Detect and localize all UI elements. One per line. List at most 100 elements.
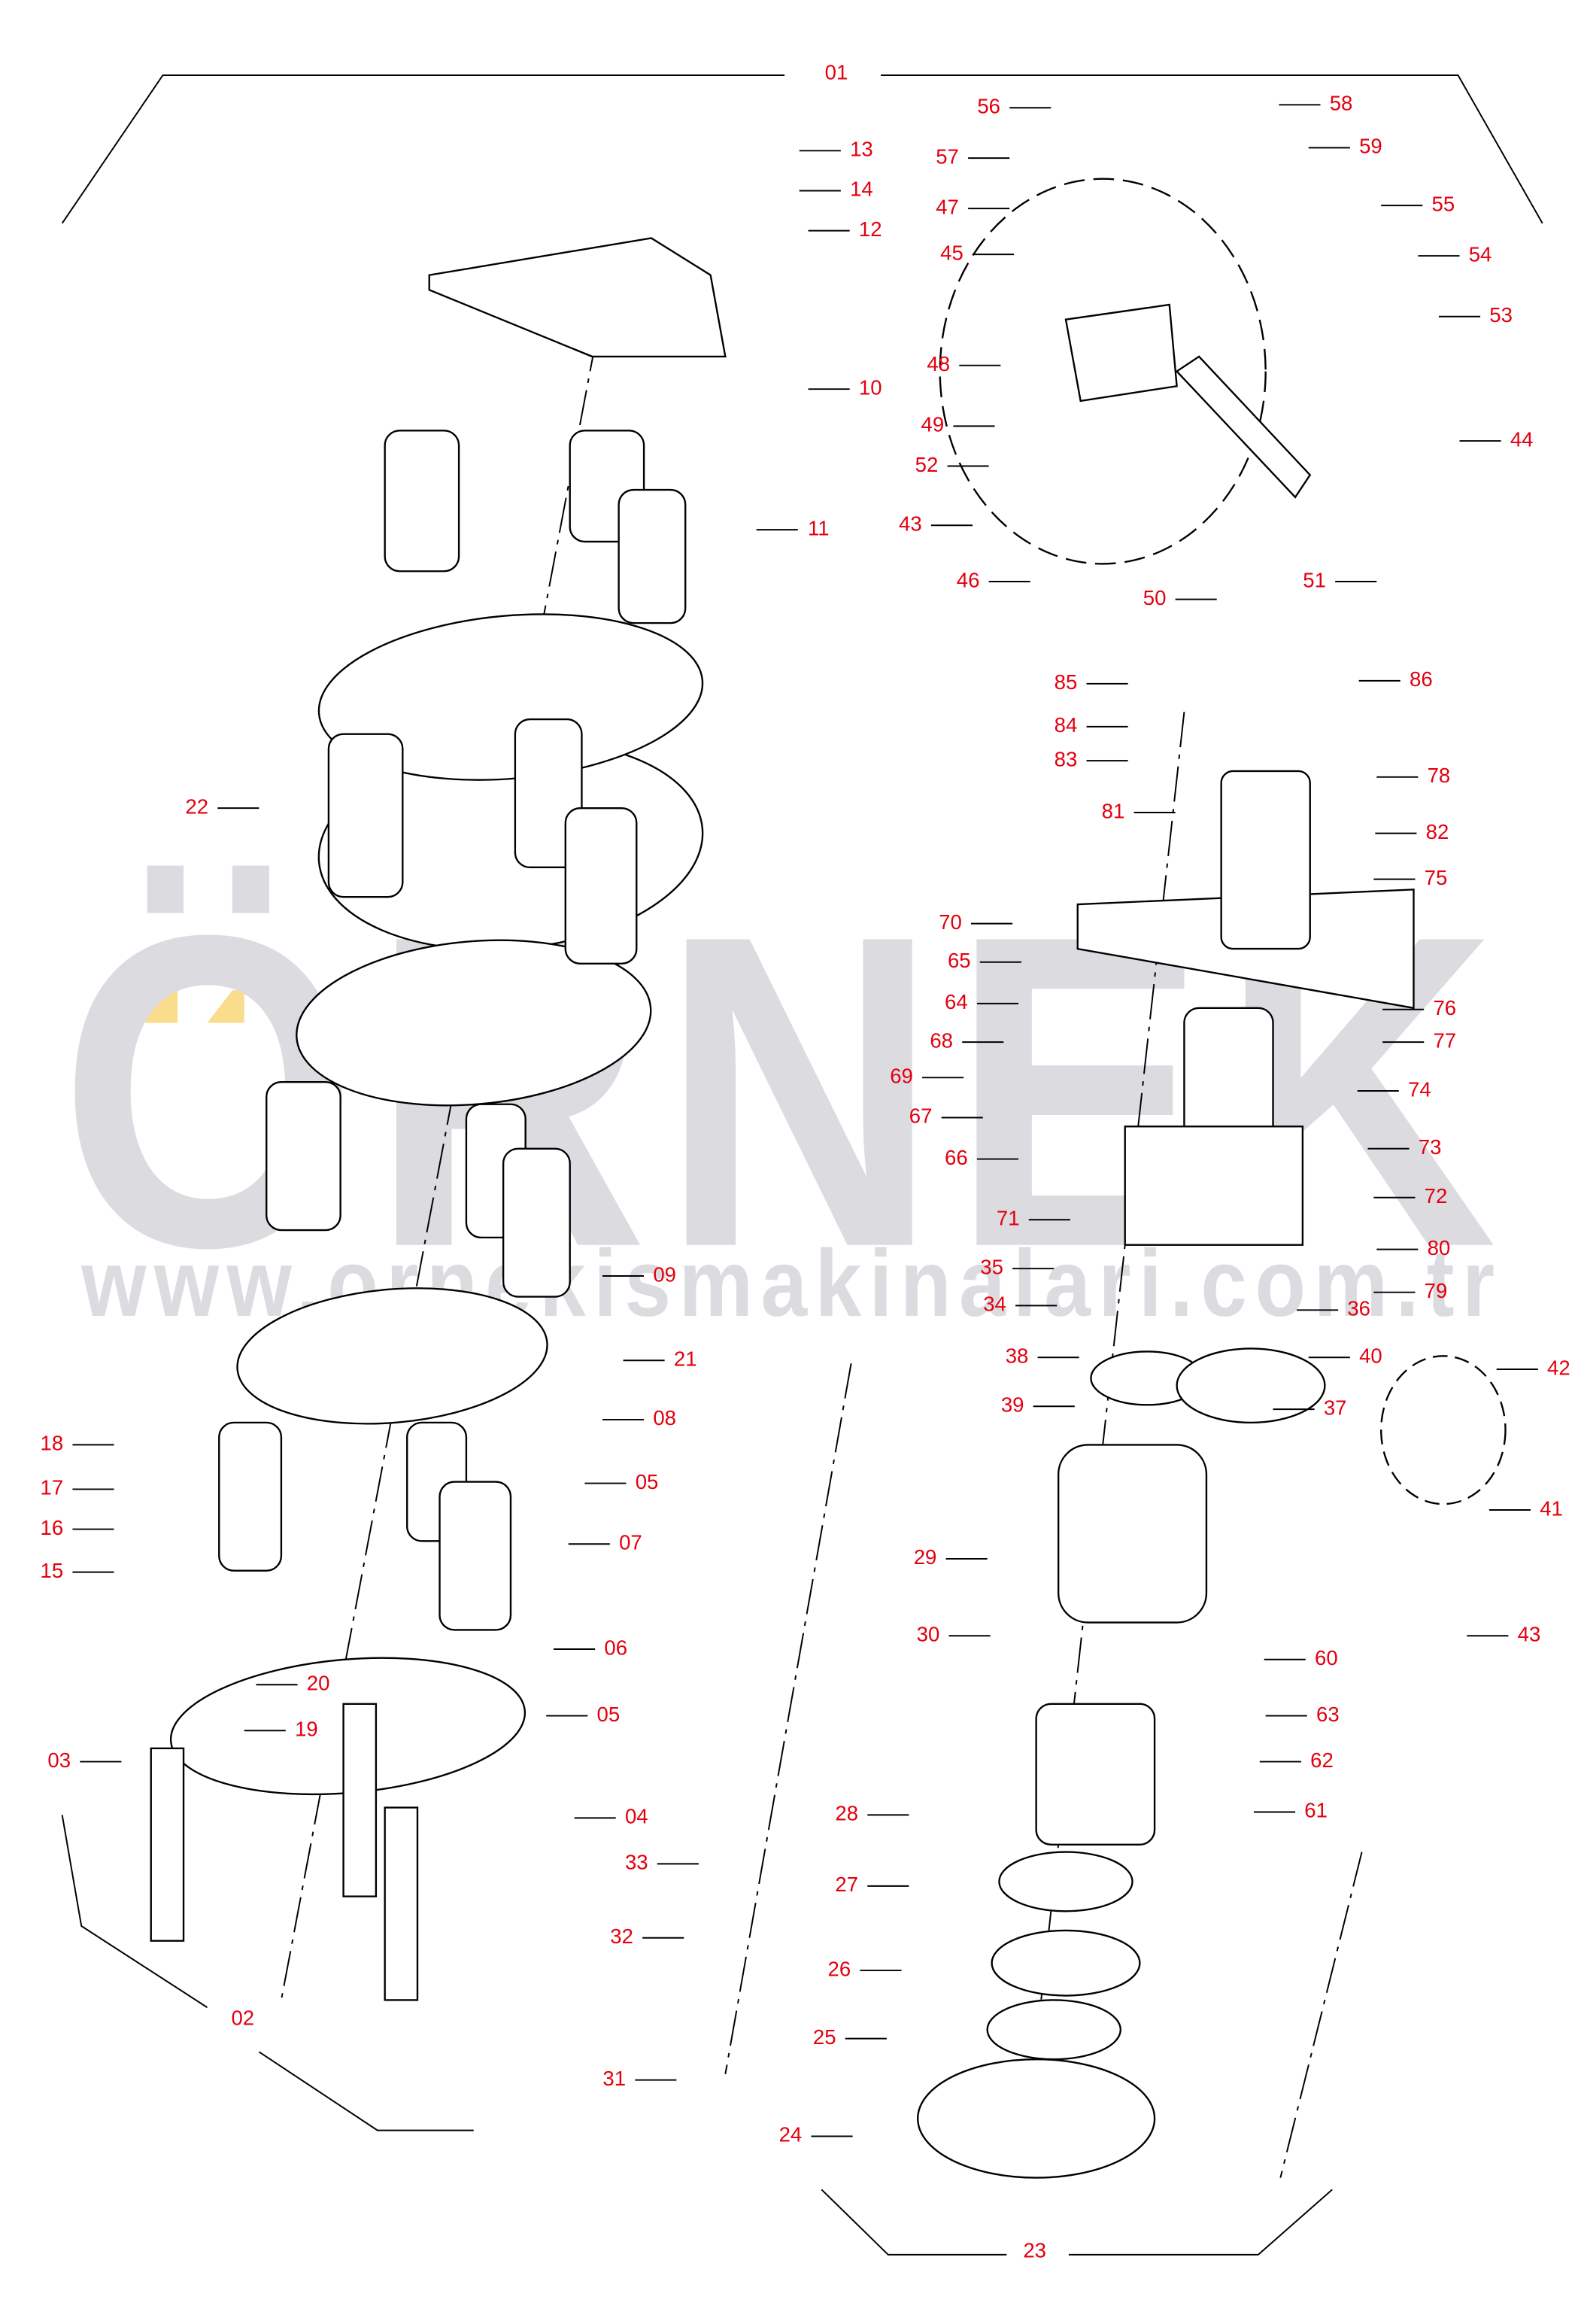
part-callout-08: 08 (653, 1406, 676, 1429)
part-callout-37: 37 (1324, 1396, 1347, 1419)
part-callout-67: 67 (909, 1104, 933, 1128)
part-callout-56: 56 (977, 95, 1000, 118)
part-callout-63: 63 (1316, 1703, 1340, 1726)
part-callout-46: 46 (957, 568, 980, 591)
part-callout-60: 60 (1315, 1646, 1338, 1669)
part-callout-85: 85 (1055, 670, 1078, 694)
part-callout-12: 12 (859, 217, 882, 241)
part-callout-43: 43 (1518, 1623, 1541, 1646)
part-callout-27: 27 (835, 1873, 858, 1896)
part-callout-59: 59 (1359, 135, 1382, 158)
part-callout-83: 83 (1055, 747, 1078, 770)
watermark-accent (207, 990, 244, 1023)
callout-labels: 0113141210112209210805070605041817161520… (41, 60, 1570, 2262)
part-callout-14: 14 (850, 178, 873, 201)
part-callout-19: 19 (295, 1718, 318, 1741)
part-callout-58: 58 (1330, 92, 1353, 115)
part-callout-70: 70 (939, 910, 962, 934)
part-callout-23: 23 (1023, 2238, 1046, 2262)
part-callout-47: 47 (936, 195, 959, 218)
part-callout-65: 65 (948, 949, 971, 972)
part-callout-31: 31 (602, 2067, 626, 2090)
part-callout-41: 41 (1540, 1496, 1563, 1520)
part-callout-10: 10 (859, 375, 882, 399)
part-callout-26: 26 (828, 1957, 851, 1980)
part-callout-75: 75 (1425, 866, 1448, 889)
part-callout-79: 79 (1425, 1279, 1448, 1302)
part-callout-86: 86 (1410, 667, 1433, 691)
part-callout-81: 81 (1102, 799, 1125, 822)
part-callout-72: 72 (1425, 1184, 1448, 1208)
insulator (218, 1421, 283, 1572)
flange-24 (917, 2058, 1156, 2179)
part-callout-80: 80 (1428, 1236, 1451, 1259)
part-callout-69: 69 (890, 1065, 913, 1088)
housing-28 (1035, 1703, 1156, 1846)
motor-block (1124, 1126, 1304, 1246)
part-callout-02: 02 (231, 2006, 254, 2029)
insulator (502, 1147, 571, 1298)
part-callout-61: 61 (1304, 1799, 1328, 1822)
part-callout-28: 28 (835, 1802, 858, 1825)
part-callout-04: 04 (625, 1805, 648, 1828)
part-callout-49: 49 (921, 413, 945, 436)
lever-arm (1175, 355, 1312, 499)
coil (1183, 1007, 1274, 1143)
part-callout-51: 51 (1303, 568, 1326, 591)
part-callout-48: 48 (927, 352, 950, 375)
part-callout-33: 33 (625, 1851, 648, 1874)
part-callout-68: 68 (930, 1028, 953, 1052)
part-callout-16: 16 (41, 1516, 64, 1539)
pin (384, 1806, 419, 2001)
part-callout-45: 45 (940, 241, 964, 264)
detail-circle-41 (1380, 1355, 1507, 1505)
part-callout-24: 24 (779, 2123, 803, 2146)
part-callout-20: 20 (307, 1672, 330, 1695)
ring-27 (998, 1851, 1133, 1912)
part-drawings (150, 178, 1507, 2179)
pin (150, 1747, 185, 1942)
ring-plate (236, 1287, 548, 1425)
part-callout-54: 54 (1469, 242, 1492, 266)
part-callout-30: 30 (917, 1623, 940, 1646)
part-callout-57: 57 (936, 144, 959, 168)
part-callout-21: 21 (674, 1347, 697, 1370)
insulator (266, 1081, 341, 1232)
part-callout-05: 05 (597, 1703, 621, 1726)
part-callout-17: 17 (41, 1476, 64, 1499)
part-callout-84: 84 (1055, 713, 1078, 737)
ring-40 (1176, 1347, 1326, 1424)
part-callout-77: 77 (1433, 1028, 1456, 1052)
part-callout-73: 73 (1419, 1135, 1442, 1159)
part-callout-62: 62 (1310, 1748, 1334, 1772)
part-callout-09: 09 (653, 1262, 676, 1286)
part-callout-52: 52 (915, 453, 939, 476)
part-callout-34: 34 (983, 1293, 1006, 1316)
part-callout-74: 74 (1408, 1077, 1431, 1101)
insulator (384, 430, 460, 573)
part-callout-03: 03 (47, 1748, 71, 1772)
part-callout-42: 42 (1547, 1356, 1570, 1379)
part-callout-55: 55 (1432, 192, 1455, 215)
part-callout-05: 05 (636, 1470, 659, 1493)
part-callout-78: 78 (1428, 764, 1451, 787)
insulator (327, 733, 404, 898)
insulator (439, 1481, 512, 1631)
watermark-accent (140, 990, 178, 1023)
part-callout-39: 39 (1001, 1393, 1024, 1417)
part-callout-06: 06 (604, 1636, 627, 1659)
part-callout-29: 29 (914, 1545, 937, 1569)
spring-post (1220, 770, 1311, 950)
part-callout-07: 07 (619, 1531, 642, 1554)
part-callout-25: 25 (813, 2025, 836, 2049)
part-callout-22: 22 (185, 794, 208, 818)
lever (1064, 303, 1178, 403)
insulator (564, 807, 638, 965)
part-callout-71: 71 (997, 1207, 1020, 1230)
pin (342, 1703, 378, 1897)
part-callout-76: 76 (1433, 996, 1456, 1019)
part-callout-36: 36 (1347, 1297, 1370, 1320)
part-callout-15: 15 (41, 1559, 64, 1582)
